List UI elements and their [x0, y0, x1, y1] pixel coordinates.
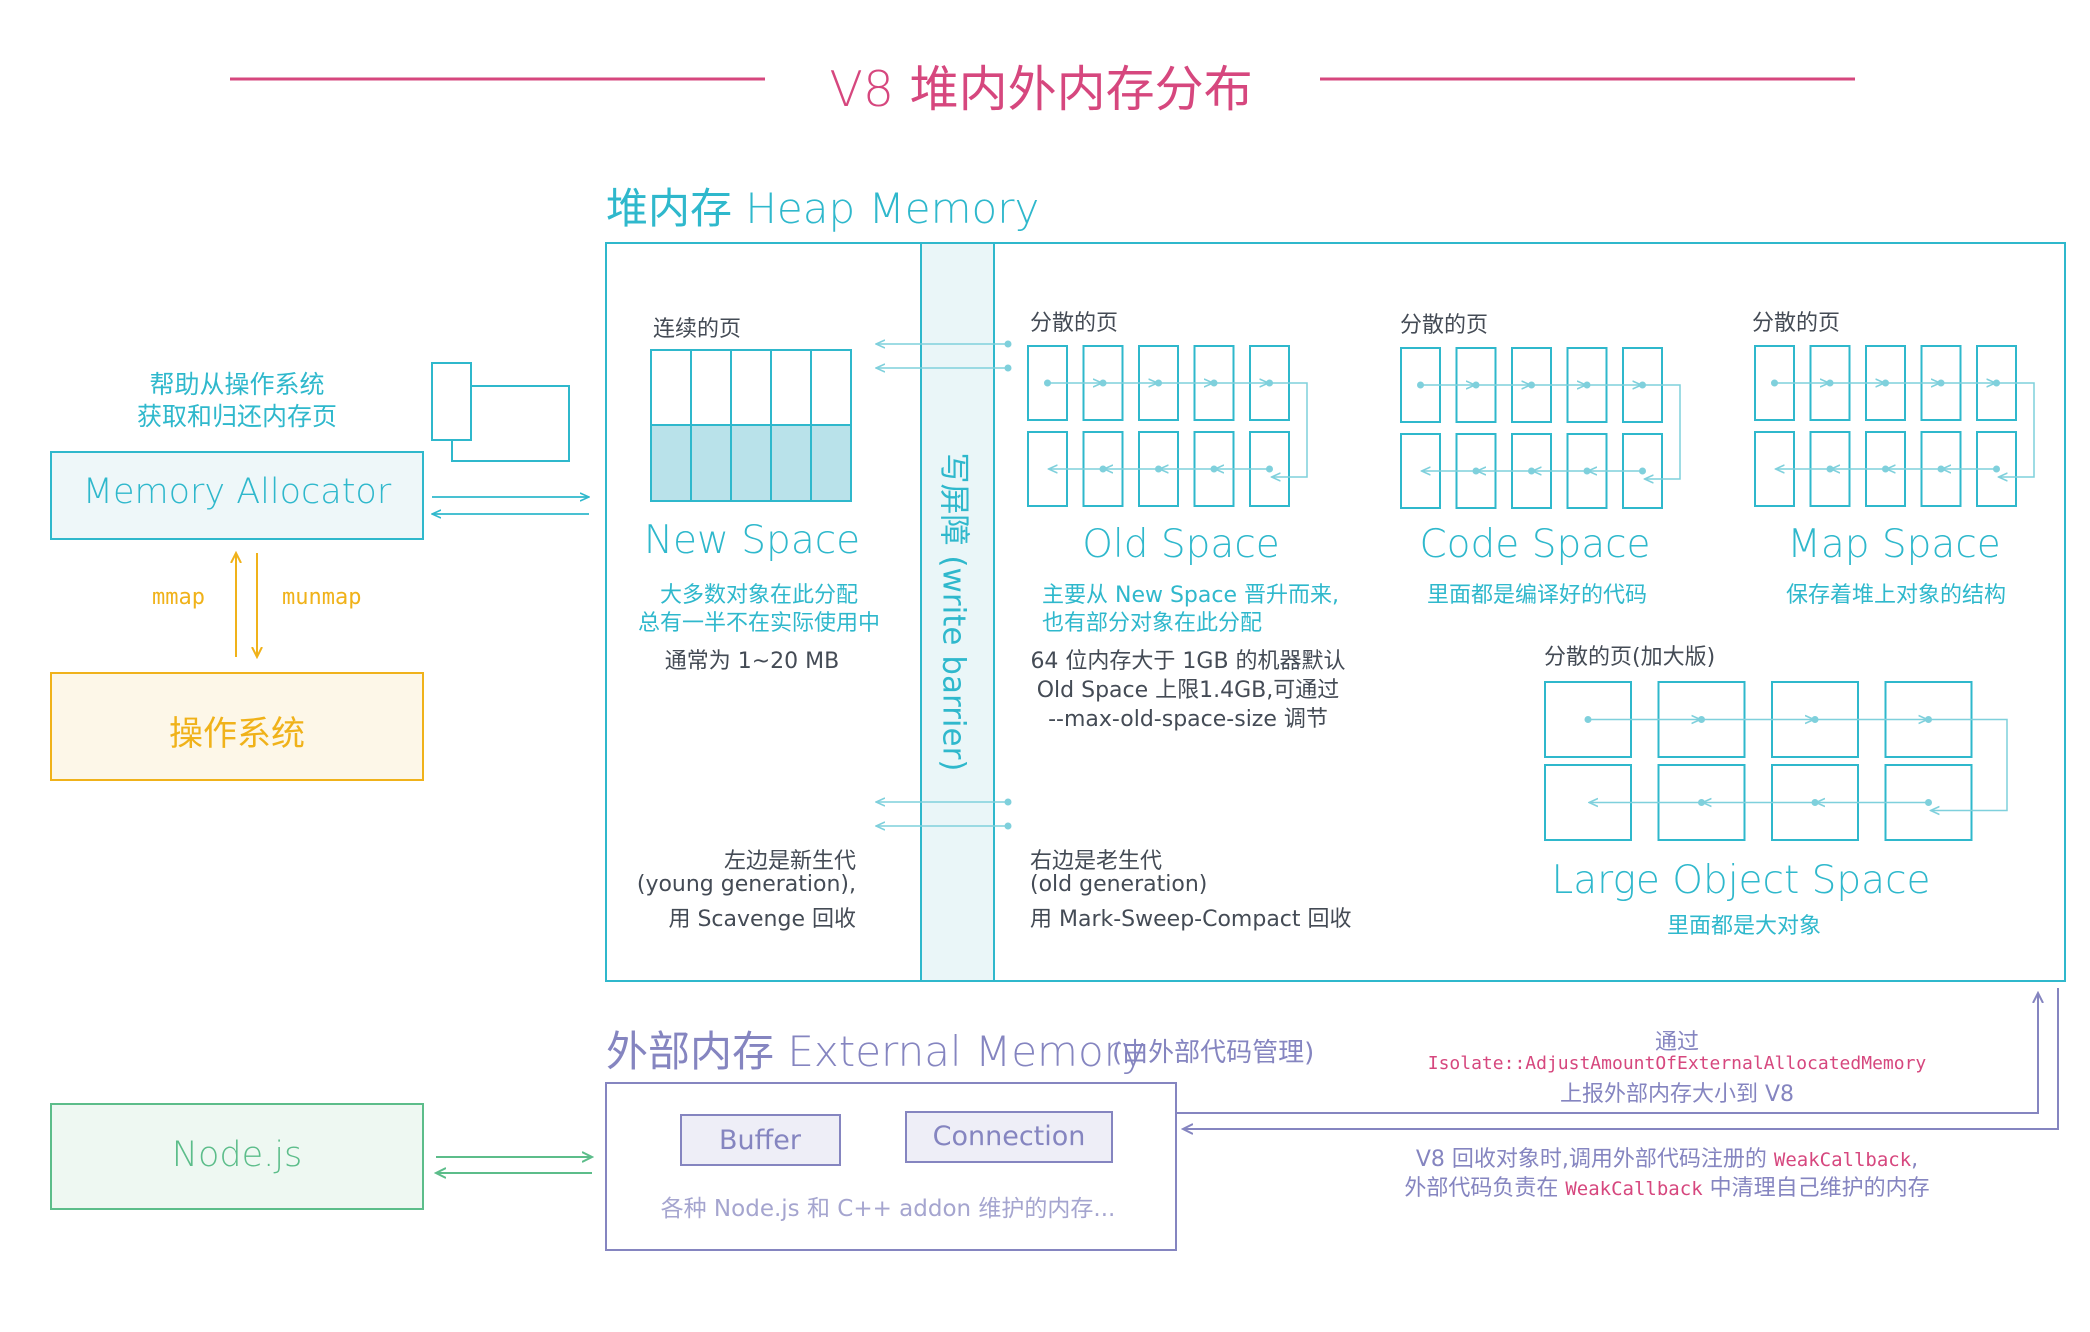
heap-container — [605, 242, 2066, 982]
page-link-dot — [1583, 381, 1591, 389]
nodejs-box — [50, 1103, 424, 1210]
write-barrier-arrows-bottom — [876, 799, 1012, 830]
page-link-dot — [1639, 467, 1646, 475]
old-space-desc-5: --max-old-space-size 调节 — [1048, 707, 1328, 732]
munmap-label: munmap — [282, 585, 362, 610]
memory-allocator-box — [50, 451, 424, 540]
weak-line2-prefix: 外部代码负责在 — [1404, 1176, 1566, 1201]
weak-line1-prefix: V8 回收对象时,调用外部代码注册的 — [1415, 1147, 1774, 1172]
map-space-pages — [1754, 345, 2035, 507]
page-link-dot — [1417, 381, 1424, 389]
weak-callback-code-2: WeakCallback — [1565, 1178, 1703, 1200]
page-title: V8 堆内外内存分布 — [829, 61, 1253, 118]
young-gen-line-1: 左边是新生代 — [723, 849, 856, 874]
page-link-dot — [1698, 716, 1705, 723]
large-object-space-pages — [1544, 681, 2008, 841]
code-space-pages-label: 分散的页 — [1400, 313, 1489, 338]
os-box — [50, 672, 424, 781]
write-barrier-label: 写屏障 (write barrier) — [935, 452, 972, 772]
page-loop-arrow — [1269, 382, 1308, 477]
large-object-space-name: Large Object Space — [1551, 858, 1931, 903]
new-space-desc-2: 总有一半不在实际使用中 — [637, 611, 881, 636]
code-space-desc: 里面都是编译好的代码 — [1426, 583, 1648, 608]
young-gen-line-2: (young generation), — [636, 872, 856, 897]
page-link-dot — [1155, 379, 1162, 387]
report-line-3: 上报外部内存大小到 V8 — [1559, 1082, 1795, 1107]
page-link-dot — [1099, 379, 1107, 387]
page-link-dot — [1993, 465, 2000, 473]
page-link-dot — [1771, 379, 1778, 387]
external-memory-container — [605, 1082, 1177, 1251]
connection-label: Connection — [932, 1121, 1086, 1152]
new-space-pages — [650, 349, 852, 502]
buffer-label: Buffer — [719, 1125, 801, 1156]
page-link-dot — [1210, 379, 1218, 387]
page-loop-arrow — [1928, 718, 2008, 811]
old-gen-line-1: 右边是老生代 — [1030, 849, 1163, 874]
large-object-space-desc: 里面都是大对象 — [1666, 914, 1822, 939]
page-link-dot — [1826, 379, 1834, 387]
map-space-name: Map Space — [1787, 522, 2001, 567]
old-space-desc-2: 也有部分对象在此分配 — [1042, 611, 1263, 636]
allocator-help-line-2: 获取和归还内存页 — [136, 402, 338, 431]
page-loop-arrow — [1642, 384, 1681, 479]
new-space-pages-label: 连续的页 — [653, 317, 742, 342]
old-space-pages — [1027, 345, 1308, 507]
map-space-pages-label: 分散的页 — [1752, 311, 1841, 336]
map-space-desc: 保存着堆上对象的结构 — [1785, 583, 2007, 608]
allocator-help-line-1: 帮助从操作系统 — [149, 370, 325, 399]
young-gen-line-3: 用 Scavenge 回收 — [668, 907, 856, 932]
new-space-name: New Space — [643, 518, 861, 563]
weak-callback-line-1: V8 回收对象时,调用外部代码注册的 WeakCallback, — [1416, 1141, 1918, 1173]
old-space-desc-4: Old Space 上限1.4GB,可通过 — [1036, 678, 1340, 703]
report-api: Isolate::AdjustAmountOfExternalAllocated… — [1427, 1053, 1927, 1074]
os-label: 操作系统 — [169, 714, 305, 754]
heap-memory-heading: 堆内存 Heap Memory — [606, 184, 1040, 233]
external-memory-note: (由外部代码管理) — [1112, 1038, 1315, 1068]
large-object-pages-label: 分散的页(加大版) — [1544, 645, 1716, 670]
external-memory-desc: 各种 Node.js 和 C++ addon 维护的内存... — [660, 1196, 1116, 1222]
report-to-v8-arrow — [1176, 993, 2038, 1114]
old-space-desc-1: 主要从 New Space 晋升而来, — [1042, 583, 1340, 608]
old-space-name: Old Space — [1082, 522, 1280, 567]
nodejs-label: Node.js — [171, 1135, 303, 1175]
weak-line1-suffix: , — [1911, 1147, 1919, 1172]
page-link-dot — [1882, 379, 1889, 387]
report-line-1: 通过 — [1654, 1030, 1700, 1055]
write-barrier-arrows-top — [876, 341, 1012, 372]
page-link-dot — [1925, 799, 1932, 806]
page-icon — [431, 362, 570, 462]
buffer-box — [680, 1114, 841, 1166]
page-link-dot — [1044, 379, 1051, 387]
external-memory-heading: 外部内存 External Memory — [606, 1027, 1146, 1076]
page-link-dot — [1937, 379, 1945, 387]
page-link-dot — [1472, 381, 1480, 389]
memory-allocator-label: Memory Allocator — [82, 472, 392, 512]
page-link-dot — [1811, 716, 1819, 723]
weak-callback-arrow — [1183, 988, 2059, 1129]
page-link-dot — [1528, 381, 1535, 389]
old-space-pages-label: 分散的页 — [1030, 311, 1119, 336]
old-gen-line-3: 用 Mark-Sweep-Compact 回收 — [1030, 907, 1352, 932]
old-gen-line-2: (old generation) — [1030, 872, 1208, 897]
page-box — [1622, 433, 1663, 509]
weak-callback-code-1: WeakCallback — [1773, 1149, 1912, 1171]
code-space-pages — [1400, 347, 1681, 509]
weak-callback-line-2: 外部代码负责在 WeakCallback 中清理自己维护的内存 — [1404, 1170, 1929, 1202]
connection-box — [905, 1111, 1113, 1163]
page-loop-arrow — [1996, 382, 2035, 477]
new-space-desc-1: 大多数对象在此分配 — [659, 583, 859, 608]
old-space-desc-3: 64 位内存大于 1GB 的机器默认 — [1030, 649, 1346, 674]
weak-line2-suffix: 中清理自己维护的内存 — [1702, 1176, 1930, 1201]
write-barrier-band — [920, 242, 995, 982]
page-link-dot — [1584, 716, 1592, 723]
code-space-name: Code Space — [1419, 522, 1651, 567]
new-space-desc-3: 通常为 1~20 MB — [664, 649, 840, 674]
mmap-label: mmap — [152, 585, 205, 610]
page-link-dot — [1266, 465, 1273, 473]
